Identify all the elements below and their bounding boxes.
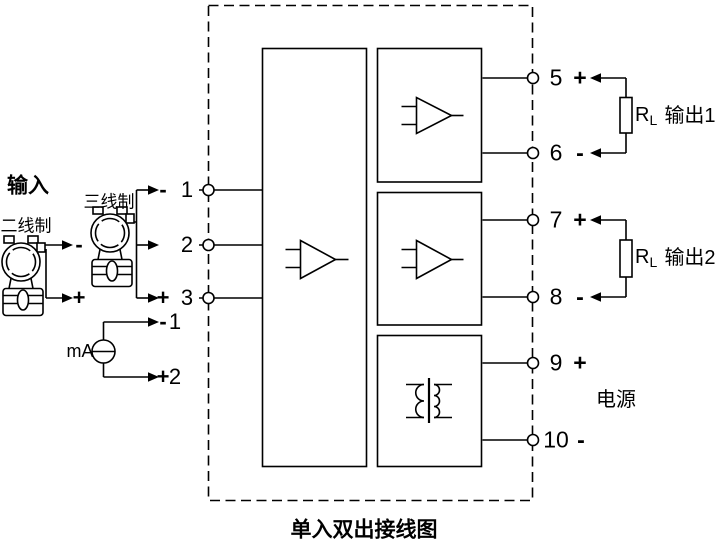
ma-terminal-1-number: 1 bbox=[168, 309, 182, 334]
output2-load-loop bbox=[589, 214, 633, 303]
terminal-6 bbox=[526, 146, 540, 160]
terminal-1-sign: - bbox=[159, 177, 167, 202]
isolation-amplifier-block bbox=[261, 47, 368, 468]
input-label: 输入 bbox=[7, 174, 49, 198]
two-wire-plus-sign: + bbox=[72, 285, 86, 310]
output1-load-loop bbox=[589, 72, 633, 159]
load-resistor-2-label: RL bbox=[635, 247, 657, 269]
main-amplifier-icon bbox=[285, 239, 349, 280]
ma-meter-icon bbox=[91, 339, 116, 364]
terminal-2-number: 2 bbox=[180, 232, 194, 257]
enclosure-dashed-border bbox=[207, 4, 534, 502]
terminal-8-number: 8 bbox=[549, 283, 563, 310]
ma-meter-label: mA bbox=[66, 341, 94, 361]
terminal-3 bbox=[202, 291, 215, 305]
terminal-1-number: 1 bbox=[180, 177, 194, 202]
output1-amplifier-icon bbox=[401, 96, 464, 135]
transmitter-3wire-leads bbox=[134, 184, 160, 304]
terminal-5 bbox=[526, 71, 540, 85]
terminal-2 bbox=[202, 238, 215, 252]
three-wire-label: 三线制 bbox=[83, 192, 135, 212]
terminal-9-sign: + bbox=[573, 349, 587, 376]
load-resistor-2 bbox=[619, 239, 633, 278]
terminal-3-sign: + bbox=[156, 285, 170, 310]
transmitter-2wire-leads bbox=[45, 239, 74, 304]
terminal-10-number: 10 bbox=[543, 426, 569, 453]
terminal-1 bbox=[202, 183, 215, 197]
terminal-5-sign: + bbox=[573, 64, 587, 91]
load-resistor-1-label: RL bbox=[635, 105, 657, 127]
output1-label: 输出1 bbox=[664, 105, 716, 127]
transmitter-3wire-icon bbox=[90, 206, 135, 288]
ma-terminal-2-sign: + bbox=[156, 364, 170, 389]
output2-amplifier-icon bbox=[401, 239, 464, 280]
transmitter-2wire-icon bbox=[1, 235, 46, 317]
power-transformer-block bbox=[376, 334, 483, 468]
terminal-7 bbox=[526, 213, 540, 227]
terminal-3-number: 3 bbox=[180, 285, 194, 310]
terminal-8 bbox=[526, 290, 540, 304]
rl2-subscript: L bbox=[649, 254, 658, 270]
load-resistor-1 bbox=[619, 96, 633, 134]
terminal-7-number: 7 bbox=[549, 206, 563, 233]
transformer-icon bbox=[406, 378, 452, 423]
terminal-9-number: 9 bbox=[549, 349, 563, 376]
rl1-subscript: L bbox=[649, 112, 658, 128]
rl1-symbol: R bbox=[635, 104, 650, 126]
terminal-10 bbox=[526, 433, 540, 447]
terminal-9 bbox=[526, 356, 540, 370]
two-wire-minus-sign: - bbox=[75, 232, 83, 257]
terminal-7-sign: + bbox=[573, 206, 587, 233]
terminal-5-number: 5 bbox=[549, 64, 563, 91]
ma-meter-leads bbox=[102, 316, 160, 383]
ma-terminal-2-number: 2 bbox=[168, 364, 182, 389]
terminal-8-sign: - bbox=[576, 283, 584, 310]
power-label: 电源 bbox=[596, 389, 636, 411]
terminal-10-sign: - bbox=[577, 426, 585, 453]
output2-amplifier-block bbox=[376, 191, 483, 326]
terminal-6-number: 6 bbox=[549, 139, 563, 166]
two-wire-label: 二线制 bbox=[0, 216, 52, 236]
rl2-symbol: R bbox=[635, 246, 650, 268]
ma-terminal-1-sign: - bbox=[159, 309, 167, 334]
diagram-caption: 单入双出接线图 bbox=[290, 518, 438, 542]
terminal-6-sign: - bbox=[576, 139, 584, 166]
output1-amplifier-block bbox=[376, 47, 483, 183]
output2-label: 输出2 bbox=[664, 247, 716, 269]
